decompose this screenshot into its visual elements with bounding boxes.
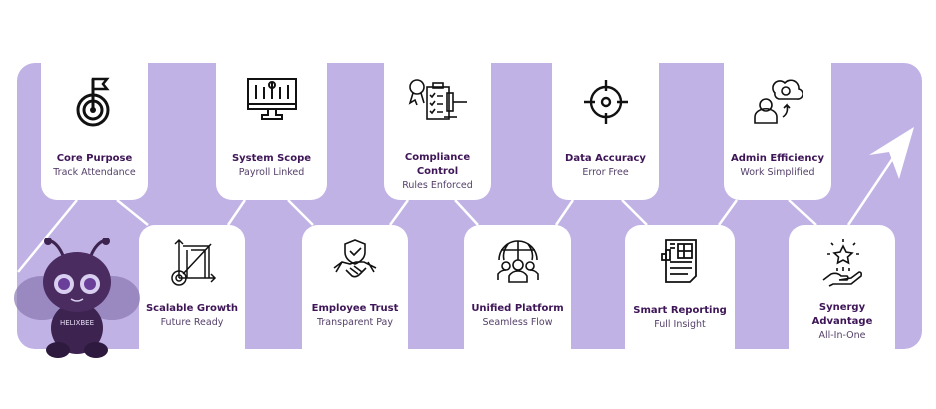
monitor-circuit-icon [246,78,297,120]
card-title: Admin Efficiency [730,153,825,164]
gavel-checklist-icon [408,79,467,120]
card-title: Scalable Growth [145,303,239,314]
card-title: Compliance Control [404,152,471,177]
card-subtitle: Rules Enforced [402,180,473,191]
crosshair-icon [583,80,628,124]
card-subtitle: Payroll Linked [238,167,305,178]
card-subtitle: Work Simplified [740,167,815,178]
user-cloud-gear-icon [753,79,803,124]
target-flag-icon [76,77,110,127]
globe-people-icon [496,240,539,283]
card-title: Data Accuracy [565,153,646,164]
bee-mascot: HELIXBEE [14,238,140,358]
card-title: System Scope [231,153,312,164]
report-icon [661,239,697,283]
card-title: Synergy Advantage [811,302,873,327]
card-title: Employee Trust [311,303,399,314]
mascot-label: HELIXBEE [60,319,94,327]
card-subtitle: Transparent Pay [316,317,393,328]
hand-star-icon [822,239,863,287]
card-title: Unified Platform [471,303,564,314]
card-subtitle: All-In-One [818,330,866,341]
card-title: Core Purpose [56,153,133,164]
card-subtitle: Error Free [582,167,629,178]
arrow-head-icon [869,127,914,179]
card-subtitle: Seamless Flow [482,317,553,328]
shield-handshake-icon [333,239,377,278]
card-subtitle: Full Insight [654,319,706,330]
card-subtitle: Future Ready [160,317,224,328]
card-title: Smart Reporting [633,305,727,316]
growth-gear-icon [171,238,217,286]
card-subtitle: Track Attendance [53,167,136,178]
